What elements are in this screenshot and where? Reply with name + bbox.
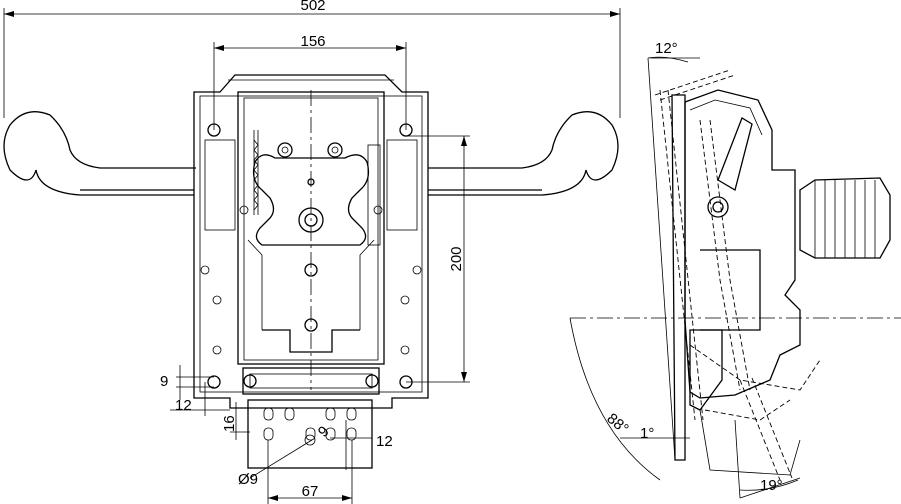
dim-hole-span-label: 67 <box>302 483 319 500</box>
side-housing <box>684 89 801 399</box>
front-view: 502 156 <box>3 0 621 504</box>
dim-seat-tilt-back-label: 88° <box>603 410 631 438</box>
armrest-right <box>428 111 619 196</box>
dim-backrest-tilt: 12° <box>647 40 736 461</box>
dim-plate-width-label: 156 <box>300 33 325 50</box>
dim-recline: 19° <box>734 419 801 499</box>
mechanism-frame <box>237 90 385 390</box>
armrest-left <box>3 111 196 196</box>
dim-plate-height-label: 200 <box>448 246 465 271</box>
dim-hole-diameter-label: Ø9 <box>238 471 258 488</box>
tilt-bar <box>242 367 380 395</box>
bottom-bracket <box>247 399 373 469</box>
dim-plate-height: 200 <box>406 135 470 383</box>
dim-backrest-tilt-label: 12° <box>655 40 678 57</box>
dim-overall-width-label: 502 <box>300 0 325 14</box>
dim-edge-offsets: 9 12 16 <box>160 365 250 440</box>
dim-slot-offset: 12 9 <box>315 420 393 470</box>
side-lower-body <box>689 329 821 481</box>
dim-recline-label: 19° <box>760 477 783 494</box>
dim-hole-span: 67 <box>267 440 353 504</box>
dim-edge-horizontal-label: 12 <box>175 397 192 414</box>
dim-overall-width: 502 <box>3 0 621 118</box>
dim-seat-tilt-forward-label: 1° <box>640 425 654 442</box>
dim-slot-height-label: 16 <box>221 415 238 432</box>
dim-seat-tilt: 88° 1° <box>569 317 690 481</box>
dim-plate-width: 156 <box>213 33 407 130</box>
side-back-plate <box>659 89 704 461</box>
side-view: 12° <box>569 40 901 499</box>
dim-edge-vertical-label: 9 <box>160 373 168 390</box>
dim-slot-offset-label: 12 <box>376 433 393 450</box>
side-knob <box>799 177 891 259</box>
dim-hole-diameter: Ø9 <box>238 439 313 488</box>
